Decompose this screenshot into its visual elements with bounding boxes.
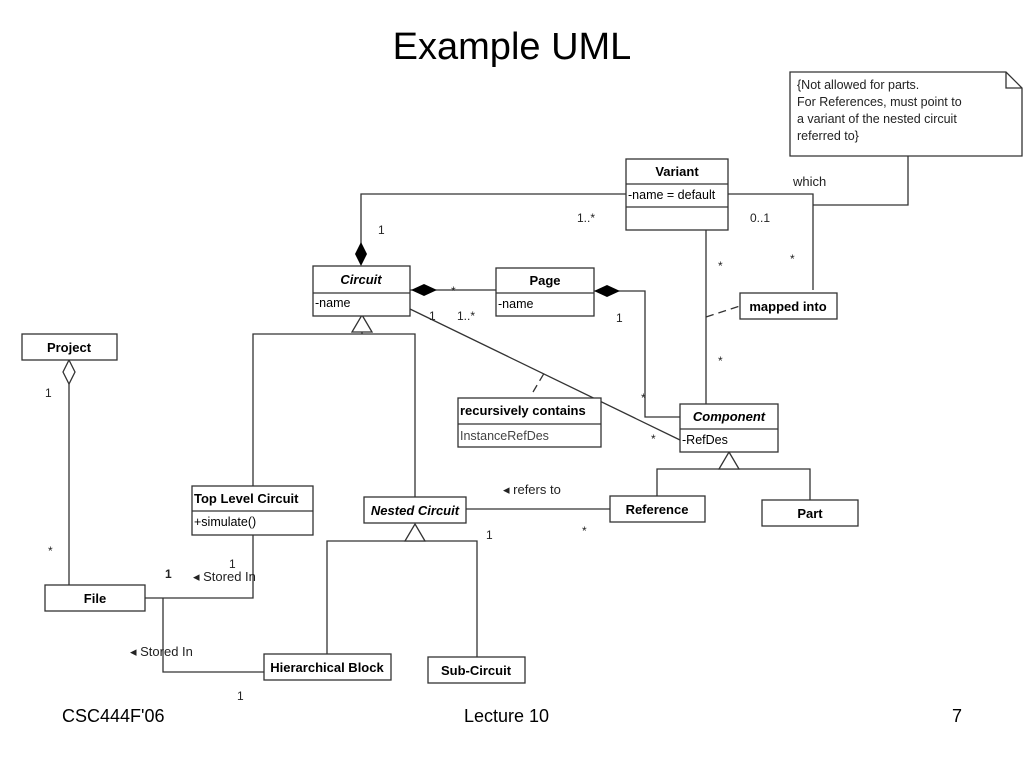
mult-reference-star: * bbox=[582, 524, 587, 538]
mult-nested-refers-1: 1 bbox=[486, 528, 493, 542]
nested-circuit-name: Nested Circuit bbox=[371, 503, 460, 518]
top-level-circuit-name: Top Level Circuit bbox=[194, 491, 299, 506]
composition-diamond-circuit-right bbox=[411, 284, 437, 296]
footer-page-number: 7 bbox=[952, 706, 963, 726]
mult-project-1: 1 bbox=[45, 386, 52, 400]
mult-variant-circuit-many: 1..* bbox=[577, 211, 595, 225]
top-level-circuit-attr: +simulate() bbox=[194, 515, 256, 529]
component-attr: -RefDes bbox=[682, 433, 728, 447]
class-part[interactable]: Part bbox=[761, 499, 859, 527]
hierarchical-block-name: Hierarchical Block bbox=[270, 660, 384, 675]
generalization-triangle-circuit bbox=[350, 313, 374, 333]
nested-generalization-tree bbox=[326, 540, 478, 657]
circuit-attr: -name bbox=[315, 296, 350, 310]
class-top-level-circuit[interactable]: Top Level Circuit +simulate() bbox=[191, 485, 314, 536]
project-name: Project bbox=[47, 340, 92, 355]
part-name: Part bbox=[797, 506, 823, 521]
mult-page-comp-1: 1 bbox=[616, 311, 623, 325]
mult-variant-note: 0..1 bbox=[750, 211, 770, 225]
footer-lecture: Lecture 10 bbox=[464, 706, 550, 726]
note-line-4: referred to} bbox=[797, 129, 859, 143]
which-label: which bbox=[792, 174, 826, 189]
stored-in-label-1: ◂ Stored In bbox=[193, 569, 256, 584]
mult-top-stored-1: 1 bbox=[229, 557, 236, 571]
mult-circuit-variant-1: 1 bbox=[378, 223, 385, 237]
variant-which-line bbox=[728, 193, 814, 290]
aggregation-diamond-project bbox=[62, 358, 76, 386]
circuit-variant-association bbox=[360, 193, 626, 250]
mult-comp-refdes-star: * bbox=[651, 432, 656, 446]
class-sub-circuit[interactable]: Sub-Circuit bbox=[427, 656, 526, 684]
mult-circuit-page-star: * bbox=[451, 284, 456, 298]
constraint-note: {Not allowed for parts. For References, … bbox=[789, 71, 1023, 157]
file-hierblock-stored-in bbox=[162, 598, 264, 673]
generalization-triangle-component bbox=[717, 450, 741, 470]
class-file[interactable]: File bbox=[44, 584, 146, 612]
class-reference[interactable]: Reference bbox=[609, 495, 706, 523]
mult-variant-comp-star: * bbox=[718, 259, 723, 273]
class-circuit[interactable]: Circuit -name bbox=[312, 265, 411, 317]
mult-circuit-comp-1: 1 bbox=[429, 309, 436, 323]
recursively-contains-attr: InstanceRefDes bbox=[460, 429, 549, 443]
recursively-contains-name: recursively contains bbox=[460, 403, 586, 418]
note-line-3: a variant of the nested circuit bbox=[797, 112, 957, 126]
composition-diamond-circuit-top bbox=[355, 242, 367, 266]
mult-hier-block-1: 1 bbox=[237, 689, 244, 703]
file-toplevel-stored-in bbox=[145, 535, 254, 599]
reference-name: Reference bbox=[626, 502, 689, 517]
sub-circuit-name: Sub-Circuit bbox=[441, 663, 512, 678]
slide-title: Example UML bbox=[392, 26, 632, 68]
mapped-into-name: mapped into bbox=[749, 299, 826, 314]
association-class-mapped-into[interactable]: mapped into bbox=[739, 292, 838, 320]
mult-page-1-many: 1..* bbox=[457, 309, 475, 323]
mult-mapped-star: * bbox=[790, 252, 795, 266]
variant-name: Variant bbox=[655, 164, 699, 179]
composition-diamond-page-right bbox=[594, 285, 620, 297]
note-line-2: For References, must point to bbox=[797, 95, 962, 109]
class-variant[interactable]: Variant -name = default bbox=[625, 158, 729, 231]
refers-to-label: ◂ refers to bbox=[503, 482, 561, 497]
file-name: File bbox=[84, 591, 106, 606]
circuit-name: Circuit bbox=[340, 272, 382, 287]
class-page[interactable]: Page -name bbox=[495, 267, 595, 317]
generalization-triangle-nested bbox=[403, 522, 427, 542]
mult-mapped-comp-star: * bbox=[718, 354, 723, 368]
page-name: Page bbox=[529, 273, 560, 288]
class-hierarchical-block[interactable]: Hierarchical Block bbox=[263, 653, 392, 681]
recursively-contains-dashed-line bbox=[532, 369, 547, 393]
component-name: Component bbox=[693, 409, 766, 424]
footer-course: CSC444F'06 bbox=[62, 706, 165, 726]
note-line-1: {Not allowed for parts. bbox=[797, 78, 919, 92]
circuit-component-association bbox=[409, 308, 681, 441]
class-component[interactable]: Component -RefDes bbox=[679, 403, 779, 453]
which-note-line bbox=[813, 156, 909, 206]
association-class-recursively-contains[interactable]: recursively contains InstanceRefDes bbox=[457, 397, 602, 448]
page-component-composition bbox=[594, 290, 680, 418]
mult-page-comp-star: * bbox=[641, 391, 646, 405]
circuit-generalization-tree bbox=[252, 333, 416, 497]
mult-project-file-star: * bbox=[48, 544, 53, 558]
variant-attr: -name = default bbox=[628, 188, 716, 202]
mapped-into-dashed-line bbox=[705, 305, 741, 318]
stored-in-label-2: ◂ Stored In bbox=[130, 644, 193, 659]
class-nested-circuit[interactable]: Nested Circuit bbox=[363, 496, 467, 524]
mult-file-1: 1 bbox=[165, 567, 172, 581]
class-project[interactable]: Project bbox=[21, 333, 118, 361]
page-attr: -name bbox=[498, 297, 533, 311]
